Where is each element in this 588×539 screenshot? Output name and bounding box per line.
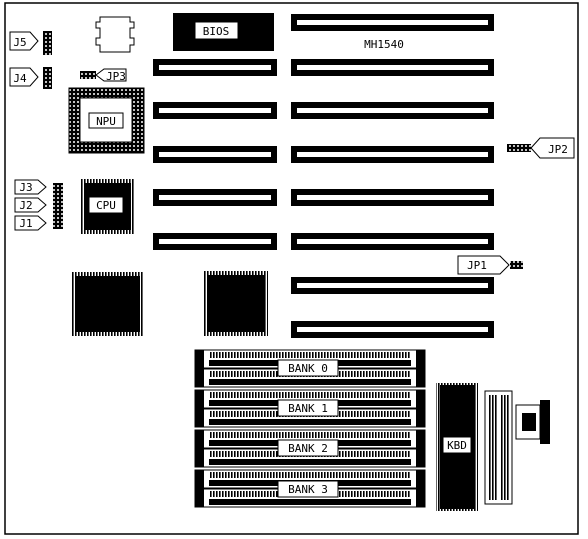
bios-label: BIOS [203,25,230,38]
power-connector [484,390,513,505]
expansion-slot [153,102,277,119]
j2-label: J2 [19,199,32,212]
j1-j2-j3-headers: J3 J2 J1 [14,179,63,231]
expansion-slot [153,59,277,76]
jp1-jumper: JP1 [457,255,523,275]
jp3-jumper: JP3 [80,68,127,83]
expansion-slot [291,277,494,294]
expansion-slot [291,146,494,163]
cpu-chip: CPU [80,179,135,234]
expansion-slot [153,189,277,206]
kbd-label: KBD [447,439,467,452]
j5-header: J5 [9,31,52,55]
expansion-slot [153,233,277,250]
expansion-slots [153,14,494,338]
jp1-label: JP1 [467,259,487,272]
jp2-label: JP2 [548,143,568,156]
expansion-slot [291,14,494,31]
chipset-chip-right [203,271,268,336]
j5-label: J5 [13,36,26,49]
bios-chip: BIOS [173,13,274,51]
j4-label: J4 [13,72,27,85]
expansion-slot [291,233,494,250]
npu-socket: NPU [68,87,145,154]
keyboard-connector [515,400,550,444]
rom-socket [95,16,135,53]
j4-header: J4 [9,67,52,89]
bank-label: BANK 0 [288,362,328,375]
cpu-label: CPU [96,199,116,212]
npu-label: NPU [96,115,116,128]
expansion-slot [291,102,494,119]
j1-label: J1 [19,217,32,230]
expansion-slot [291,189,494,206]
bank-label: BANK 3 [288,483,328,496]
kbd-chip: KBD [436,383,478,511]
bank-label: BANK 2 [288,442,328,455]
expansion-slot [291,59,494,76]
chipset-chip-left [71,272,144,336]
bank-label: BANK 1 [288,402,328,415]
board-model-label: MH1540 [364,38,404,51]
jp2-jumper: JP2 [507,137,575,159]
bank-labels: BANK 0 BANK 1 BANK 2 BANK 3 [277,359,339,498]
expansion-slot [153,146,277,163]
expansion-slot [291,321,494,338]
jp3-label: JP3 [106,70,126,83]
j3-label: J3 [19,181,32,194]
